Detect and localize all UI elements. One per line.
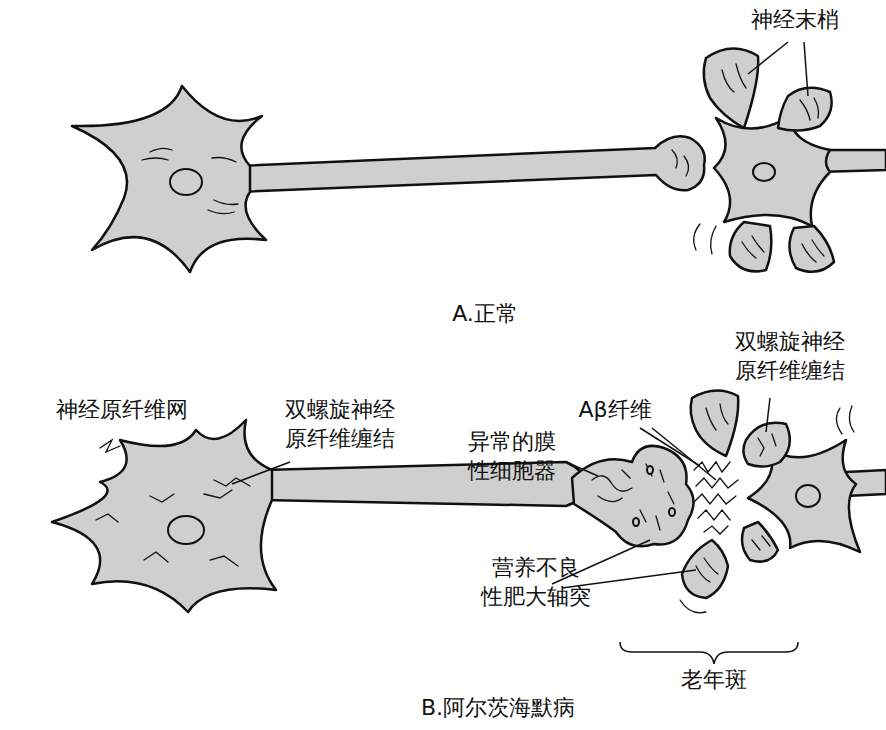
- normal-neuron: [72, 86, 705, 272]
- leader-lines: [748, 42, 788, 74]
- dystrophic-neurites: [682, 540, 728, 598]
- alzheimer-neuron: [669, 508, 675, 516]
- leader-lines: [652, 428, 716, 480]
- nerve-terminals: [789, 226, 834, 272]
- dystrophic-neurites: [742, 522, 778, 562]
- part-label: 双螺旋神经 原纤维缠结: [275, 396, 405, 453]
- panel-caption: B.阿尔茨海默病: [421, 694, 575, 723]
- nerve-terminals: [730, 222, 772, 271]
- plaque-bracket: [620, 642, 798, 664]
- alzheimer-neuron: [647, 466, 653, 474]
- normal-neuron: [238, 136, 705, 192]
- nerve-terminals: [722, 64, 746, 92]
- nerve-terminals: [778, 88, 832, 131]
- target-neuron-a: [714, 116, 830, 226]
- alzheimer-neuron: [633, 518, 639, 526]
- alzheimer-neuron: [572, 446, 694, 546]
- nerve-terminals: [704, 48, 758, 128]
- leader-lines: [566, 462, 598, 476]
- nerve-terminals: [802, 240, 824, 262]
- normal-neuron: [142, 148, 238, 213]
- nerve-terminals: [800, 98, 819, 120]
- normal-neuron: [72, 86, 266, 272]
- alzheimer-neuron: [52, 420, 276, 612]
- part-label: 异常的膜 性细胞器: [460, 428, 564, 485]
- nerve-terminals: [742, 236, 764, 258]
- target-neuron-a: [753, 163, 775, 181]
- amyloid-fibers: [694, 462, 738, 534]
- part-label: 神经原纤维网: [56, 396, 188, 425]
- leader-lines: [804, 42, 808, 96]
- part-label: 神经末梢: [751, 6, 839, 35]
- alzheimer-neuron: [592, 464, 674, 530]
- normal-neuron: [170, 169, 202, 195]
- part-label: 老年斑: [681, 666, 747, 695]
- panel-caption: A.正常: [452, 300, 518, 329]
- dystrophic-neurites: [696, 558, 718, 582]
- part-label: 双螺旋神经 原纤维缠结: [725, 328, 855, 385]
- leader-lines: [766, 398, 770, 432]
- dystrophic-neurites: [691, 390, 739, 456]
- leader-lines: [232, 462, 290, 484]
- target-neuron-a: [714, 116, 886, 226]
- dystrophic-neurites: [680, 406, 854, 613]
- dystrophic-neurites: [680, 390, 854, 612]
- alzheimer-neuron: [168, 516, 204, 544]
- normal-neuron: [672, 150, 689, 176]
- target-neuron-b: [796, 485, 820, 507]
- nerve-terminals: [694, 48, 834, 271]
- part-label: 营养不良 性肥大轴突: [471, 554, 601, 611]
- dystrophic-neurites: [752, 536, 770, 550]
- dystrophic-neurites: [706, 404, 728, 430]
- dystrophic-neurites: [758, 434, 776, 456]
- alzheimer-neuron: [96, 440, 250, 566]
- part-label: Aβ纤维: [578, 396, 651, 425]
- nerve-terminals: [694, 224, 716, 254]
- amyloid-fibers: [694, 462, 738, 534]
- leader-lines: [232, 42, 808, 588]
